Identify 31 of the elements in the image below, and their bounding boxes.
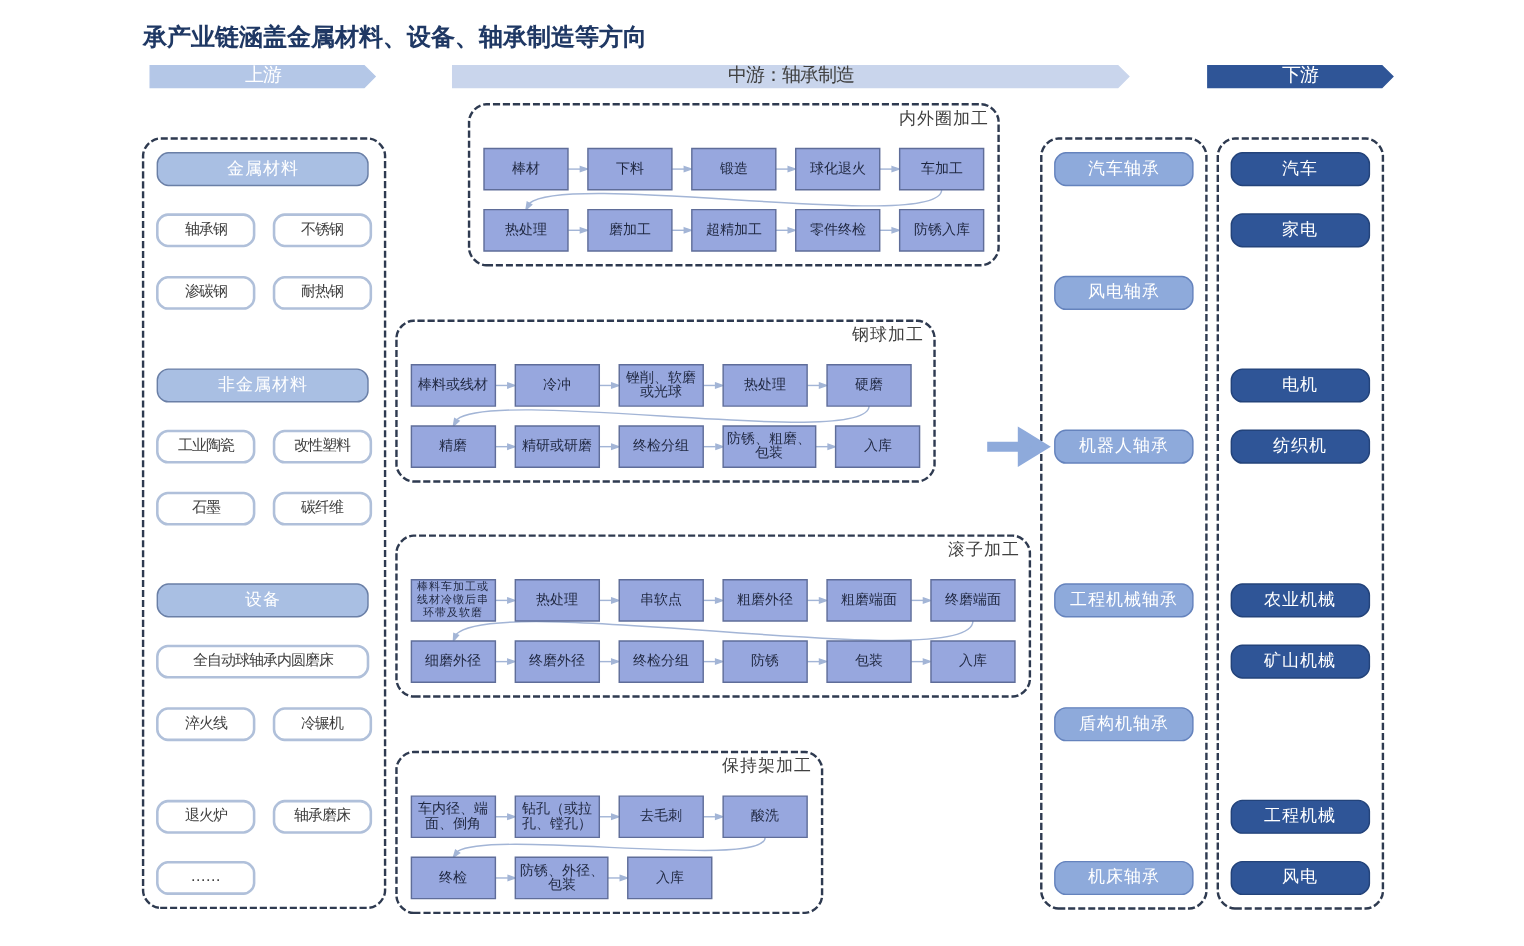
node-box: 工程机械轴承 — [1053, 583, 1193, 618]
node-box: 工程机械 — [1229, 799, 1370, 834]
node-box: 风电轴承 — [1053, 275, 1193, 310]
arrow — [566, 165, 589, 173]
arrow — [774, 165, 797, 173]
node-box: 汽车轴承 — [1053, 152, 1193, 187]
arrow — [986, 426, 1050, 467]
cluster — [1039, 137, 1207, 910]
node-box: 非金属材料 — [155, 368, 368, 403]
node-box: 金属材料 — [155, 152, 368, 187]
node-box: 电机 — [1229, 368, 1370, 403]
node-box: 机器人轴承 — [1053, 429, 1193, 464]
node-box: 家电 — [1229, 213, 1370, 248]
node-box: 盾构机轴承 — [1053, 707, 1193, 742]
arrow — [878, 165, 901, 173]
arrow — [451, 405, 869, 428]
cluster — [1215, 137, 1384, 910]
node-box: 矿山机械 — [1229, 644, 1370, 679]
arrow — [451, 836, 765, 860]
arrow — [451, 620, 973, 643]
arrow — [493, 874, 517, 882]
diagram-title: 承产业链涵盖金属材料、设备、轴承制造等方向 — [142, 23, 647, 52]
node-box: 设备 — [155, 583, 368, 618]
arrow — [670, 165, 693, 173]
node-box: 农业机械 — [1229, 583, 1370, 618]
node-box: 风电 — [1229, 860, 1370, 896]
arrow — [523, 189, 942, 212]
cluster — [140, 137, 386, 910]
node-box: 纺织机 — [1229, 429, 1370, 464]
node-box: 机床轴承 — [1053, 860, 1193, 896]
node-box: 汽车 — [1229, 152, 1370, 187]
